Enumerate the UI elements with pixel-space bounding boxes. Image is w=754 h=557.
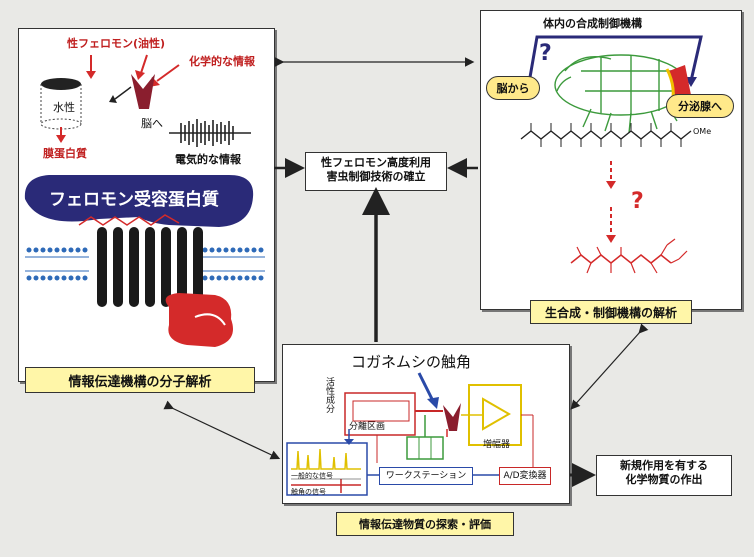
right-panel: 体内の合成制御機構 ? ? OMe	[480, 10, 742, 310]
receptor-label: フェロモン受容蛋白質	[49, 190, 219, 210]
new-chemicals-line2: 化学物質の作出	[625, 473, 703, 486]
ad-converter-box: A/D変換器	[499, 467, 551, 485]
active-component-label: 活性成分	[324, 377, 334, 413]
water-label: 水性	[53, 101, 75, 114]
center-goal-box: 性フェロモン高度利用 害虫制御技術の確立	[305, 152, 447, 191]
right-illustration	[520, 35, 703, 274]
bottom-illustration	[286, 372, 534, 496]
center-goal-line2: 害虫制御技術の確立	[326, 170, 426, 183]
left-illustration	[24, 54, 265, 347]
center-goal-line1: 性フェロモン高度利用	[321, 156, 431, 169]
right-bottom-link-arrow	[570, 323, 649, 410]
left-caption: 情報伝達機構の分子解析	[25, 367, 255, 393]
from-brain-label: 脳から	[486, 76, 540, 100]
chemical-info-label: 化学的な情報	[189, 55, 255, 68]
antenna-signal-label: 触角の信号	[291, 488, 326, 496]
amplifier-label: 増幅器	[483, 440, 511, 450]
bottom-caption: 情報伝達物質の探索・評価	[336, 512, 514, 536]
to-gland-label: 分泌腺へ	[666, 94, 734, 118]
general-signal-label: 一般的な信号	[291, 472, 333, 480]
pheromone-label: 性フェロモン(油性)	[67, 37, 166, 50]
left-bottom-link-arrow	[163, 400, 281, 460]
antenna-title: コガネムシの触角	[351, 353, 472, 371]
synthesis-control-title: 体内の合成制御機構	[543, 17, 642, 30]
to-brain-label: 脳へ	[141, 117, 163, 130]
electrical-info-label: 電気的な情報	[175, 153, 241, 166]
bottom-panel: コガネムシの触角 活性成分 分離区画 増幅器 一般的な信号 触角の信号 ワークス…	[282, 344, 570, 504]
right-caption: 生合成・制御機構の解析	[530, 300, 692, 324]
separation-label: 分離区画	[349, 422, 386, 432]
ome-label: OMe	[693, 127, 712, 136]
question-mark-top: ?	[539, 41, 552, 66]
left-panel: 性フェロモン(油性) 化学的な情報 水性 膜蛋白質 脳へ 電気的な情報 フェロモ…	[18, 28, 275, 382]
new-chemicals-line1: 新規作用を有する	[620, 459, 708, 472]
workstation-box: ワークステーション	[379, 467, 473, 485]
new-chemicals-box: 新規作用を有する 化学物質の作出	[596, 455, 732, 496]
question-mark-mid: ?	[631, 189, 644, 214]
membrane-protein-label: 膜蛋白質	[43, 147, 87, 160]
